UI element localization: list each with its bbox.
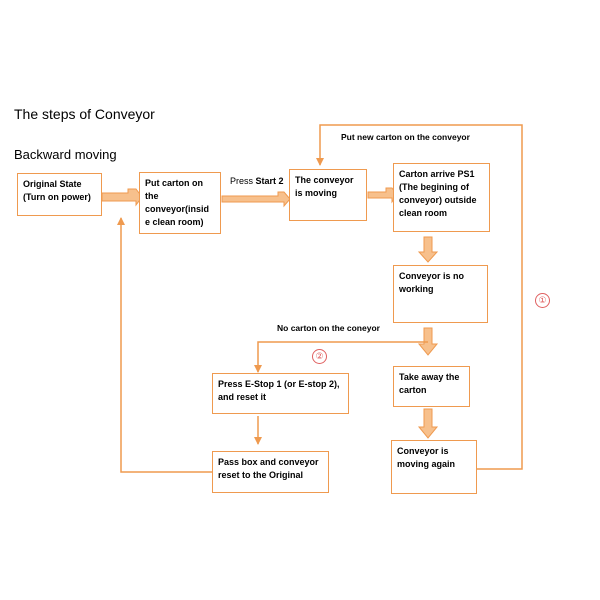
step-press-estop: Press E-Stop 1 (or E-stop 2), and reset … — [212, 373, 349, 414]
step-conveyor-moving-again: Conveyor is moving again — [391, 440, 477, 494]
passbox-to-original-line — [117, 217, 212, 473]
arrow-take-to-again — [417, 408, 439, 439]
press-start-label: Press Start 2 — [230, 176, 284, 186]
step-carton-arrive: Carton arrive PS1 (The begining of conve… — [393, 163, 490, 232]
loop1-line — [316, 124, 523, 470]
step-original-state: Original State (Turn on power) — [17, 173, 102, 216]
put-new-carton-label: Put new carton on the conveyor — [341, 132, 470, 142]
step-pass-box: Pass box and conveyor reset to the Origi… — [212, 451, 329, 493]
loop1-marker: ① — [535, 293, 550, 308]
start-label: Start 2 — [255, 176, 284, 186]
press-label: Press — [230, 176, 254, 186]
no-carton-line — [254, 341, 428, 373]
page-title: The steps of Conveyor — [14, 106, 155, 122]
loop2-marker: ② — [312, 349, 327, 364]
arrow-arrive-to-noworking — [417, 236, 439, 263]
step-conveyor-not-working: Conveyor is no working — [393, 265, 488, 323]
step-conveyor-moving: The conveyor is moving — [289, 169, 367, 221]
step-take-away: Take away the carton — [393, 366, 470, 407]
step-put-carton: Put carton on the conveyor(insid e clean… — [139, 172, 221, 234]
no-carton-label: No carton on the coneyor — [277, 323, 380, 333]
arrow-original-to-put — [101, 188, 143, 207]
page-subtitle: Backward moving — [14, 147, 117, 162]
arrow-put-to-moving — [221, 191, 291, 208]
